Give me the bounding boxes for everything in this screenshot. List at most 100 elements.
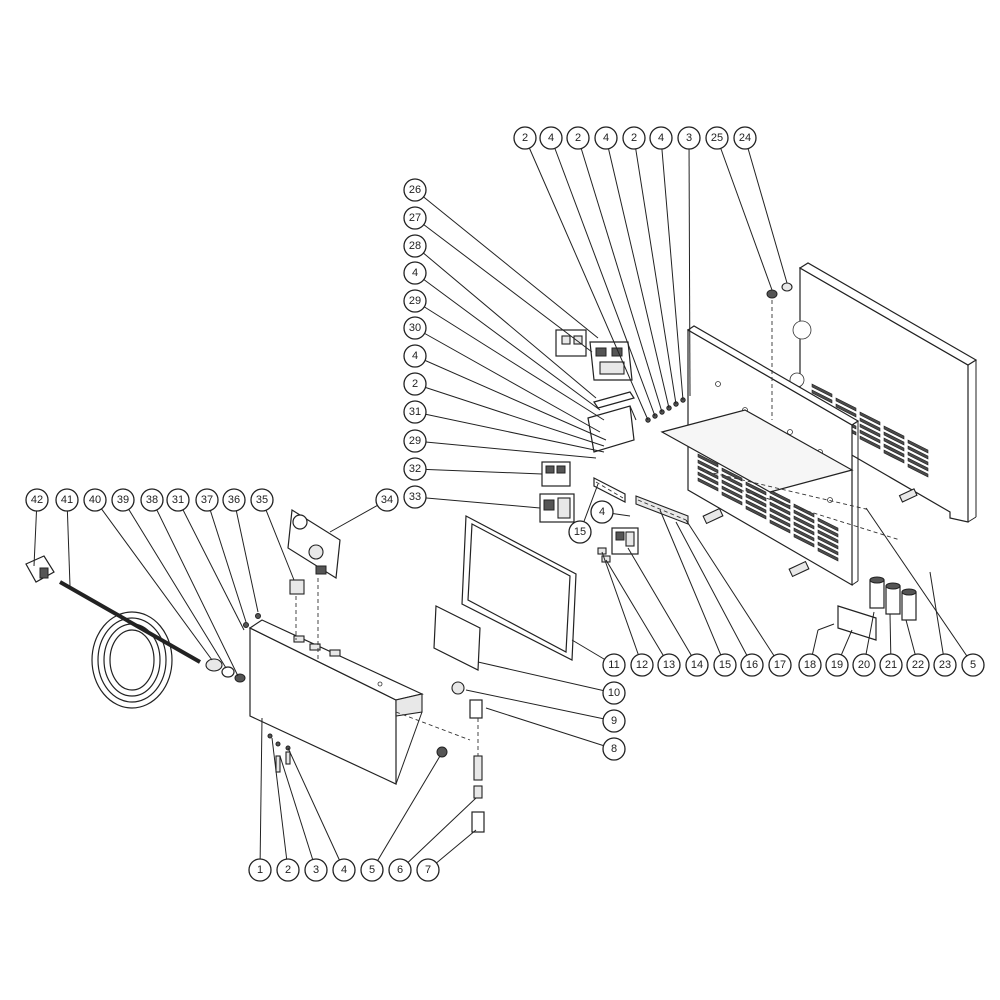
callout-circle [388, 858, 412, 882]
callout-circle [195, 488, 219, 512]
vent-slot [697, 477, 719, 492]
vent-slot [817, 523, 839, 538]
callout-number: 8 [611, 743, 617, 755]
callout-24: 24 [733, 126, 757, 150]
leader-line [414, 245, 597, 399]
vent-slot [859, 411, 881, 426]
bottom-fasteners [267, 733, 291, 773]
callout-circle [566, 126, 590, 150]
callout-circle [568, 520, 592, 544]
callout-circle [25, 488, 49, 512]
vent-slot [745, 505, 767, 520]
callout-circle [657, 653, 681, 677]
callout-circle [222, 488, 246, 512]
callout-4: 4 [403, 344, 427, 368]
callout-circle [332, 858, 356, 882]
vent-slot [721, 479, 743, 494]
callout-number: 29 [409, 295, 421, 307]
callout-circle [403, 344, 427, 368]
vent-slot [817, 535, 839, 550]
leader-line [206, 499, 247, 623]
gasket-frame [461, 515, 577, 661]
leader-line [716, 137, 773, 291]
callout-number: 12 [636, 659, 648, 671]
leader-line [675, 521, 753, 666]
callout-2: 2 [513, 126, 537, 150]
callout-number: 9 [611, 715, 617, 727]
leader-line [414, 327, 601, 433]
vent-slot [811, 389, 833, 404]
din-rail-left [593, 477, 626, 503]
leader-line [414, 217, 593, 353]
callout-number: 37 [201, 494, 213, 506]
callout-number: 40 [89, 494, 101, 506]
callout-circle [304, 858, 328, 882]
vent-slot [769, 495, 791, 510]
callout-number: 36 [228, 494, 240, 506]
capacitor-bracket [817, 605, 877, 641]
terminal-strip [635, 495, 689, 525]
vent-slot [769, 501, 791, 516]
leader-line [660, 137, 684, 401]
callout-circle [276, 858, 300, 882]
callout-circle [375, 488, 399, 512]
callout-circle [622, 126, 646, 150]
leader-line [414, 468, 543, 475]
callout-number: 16 [746, 659, 758, 671]
callout-circle [403, 178, 427, 202]
callout-circle [906, 653, 930, 677]
callout-circle [879, 653, 903, 677]
callout-circle [140, 488, 164, 512]
callout-38: 38 [140, 488, 164, 512]
leader-line [605, 137, 670, 409]
callout-number: 24 [739, 132, 751, 144]
callout-31: 31 [166, 488, 190, 512]
leader-line [524, 137, 649, 421]
callout-3: 3 [304, 858, 328, 882]
callout-number: 32 [409, 463, 421, 475]
callout-number: 25 [711, 132, 723, 144]
callout-circle [630, 653, 654, 677]
callout-circle [403, 429, 427, 453]
callout-circle [705, 126, 729, 150]
callout-25: 25 [705, 126, 729, 150]
callout-11: 11 [602, 653, 626, 677]
callout-32: 32 [403, 457, 427, 481]
callout-number: 41 [61, 494, 73, 506]
vent-slot [907, 445, 929, 460]
callout-circle [403, 400, 427, 424]
leader-line [371, 755, 441, 871]
vent-slot [721, 473, 743, 488]
vent-slot [859, 423, 881, 438]
callout-number: 26 [409, 184, 421, 196]
callout-number: 17 [774, 659, 786, 671]
vent-slot [835, 403, 857, 418]
callout-10: 10 [602, 681, 626, 705]
callout-circle [403, 372, 427, 396]
callout-42: 42 [25, 488, 49, 512]
callout-circle [594, 126, 618, 150]
vent-slot [907, 463, 929, 478]
callout-number: 4 [599, 506, 605, 518]
callout-number: 6 [397, 864, 403, 876]
callout-number: 2 [575, 132, 581, 144]
panel-hole [827, 497, 833, 503]
callout-circle [590, 500, 614, 524]
callout-circle [250, 488, 274, 512]
vent-slot [745, 481, 767, 496]
callout-number: 4 [412, 267, 418, 279]
callout-circle [602, 681, 626, 705]
callout-number: 4 [603, 132, 609, 144]
leader-line [271, 737, 289, 871]
vent-slot [793, 509, 815, 524]
callout-number: 19 [831, 659, 843, 671]
callout-circle [166, 488, 190, 512]
vent-slot [721, 491, 743, 506]
callout-20: 20 [852, 653, 876, 677]
callout-number: 35 [256, 494, 268, 506]
leader-line [414, 496, 541, 509]
callout-circle [539, 126, 563, 150]
callout-34: 34 [375, 488, 399, 512]
callout-number: 1 [257, 864, 263, 876]
